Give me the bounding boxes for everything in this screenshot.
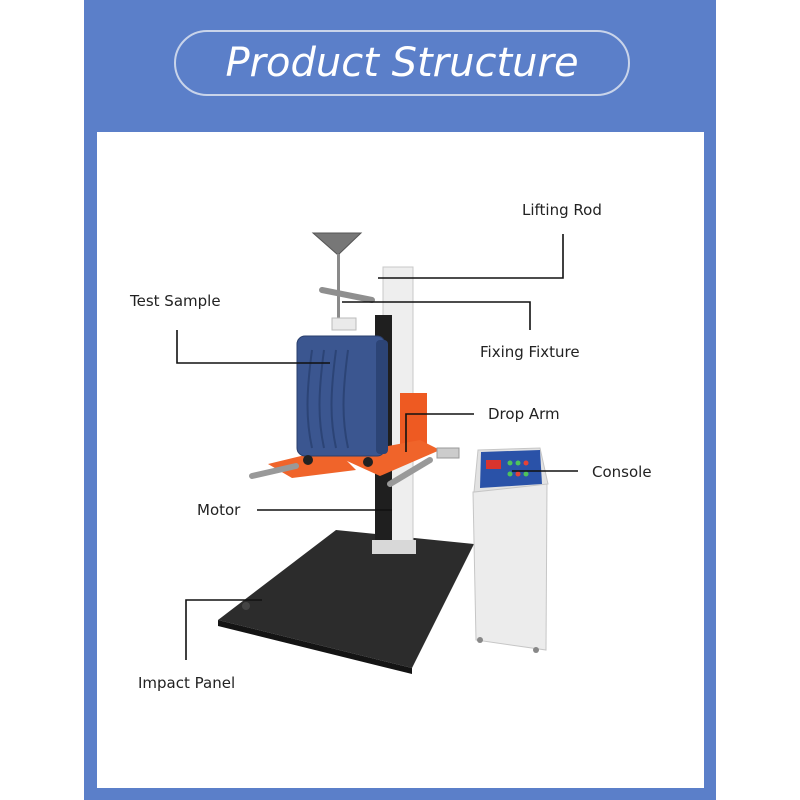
console-control-panel [480,450,542,488]
drop-arm-rod-left [249,463,299,479]
console-display [486,460,501,469]
label-drop-arm: Drop Arm [488,405,560,423]
drop-arm-right [336,440,440,476]
impact-panel-bolt [242,602,250,610]
column-base [372,540,416,554]
console-button [507,460,513,466]
drop-arm-stop [436,447,460,459]
console-wheel [533,647,539,653]
lifting-cone [311,232,363,256]
leader-lifting-rod [378,234,564,279]
label-test-sample: Test Sample [130,292,221,310]
title-banner: Product Structure [174,30,630,96]
leader-impact-panel [185,599,262,660]
impact-panel [218,530,474,668]
lifting-rod [337,254,340,324]
fixing-fixture-bar [319,287,375,303]
drop-arm-block [400,393,427,445]
label-lifting-rod: Lifting Rod [522,201,602,219]
suitcase-side [376,340,388,454]
impact-panel-edge [218,620,412,674]
label-motor: Motor [197,501,241,519]
label-console: Console [592,463,652,481]
console-button [507,471,513,477]
leader-drop-arm [405,413,474,452]
label-impact-panel: Impact Panel [138,674,236,692]
console-button [523,471,529,477]
console-cabinet [472,481,548,651]
page-title: Product Structure [225,40,579,86]
drop-arm-rod-right [387,457,433,487]
fixture-clamp [331,317,357,331]
suitcase-wheel [363,457,373,467]
suitcase-wheel [303,455,313,465]
console-wheel [477,637,483,643]
leader-test-sample [176,330,330,364]
label-fixing-fixture: Fixing Fixture [480,343,580,361]
leader-fixing-fixture [342,301,531,330]
console-button [515,460,521,466]
suitcase-ribs [306,349,349,449]
console-button [515,471,521,477]
console-button [523,460,529,466]
